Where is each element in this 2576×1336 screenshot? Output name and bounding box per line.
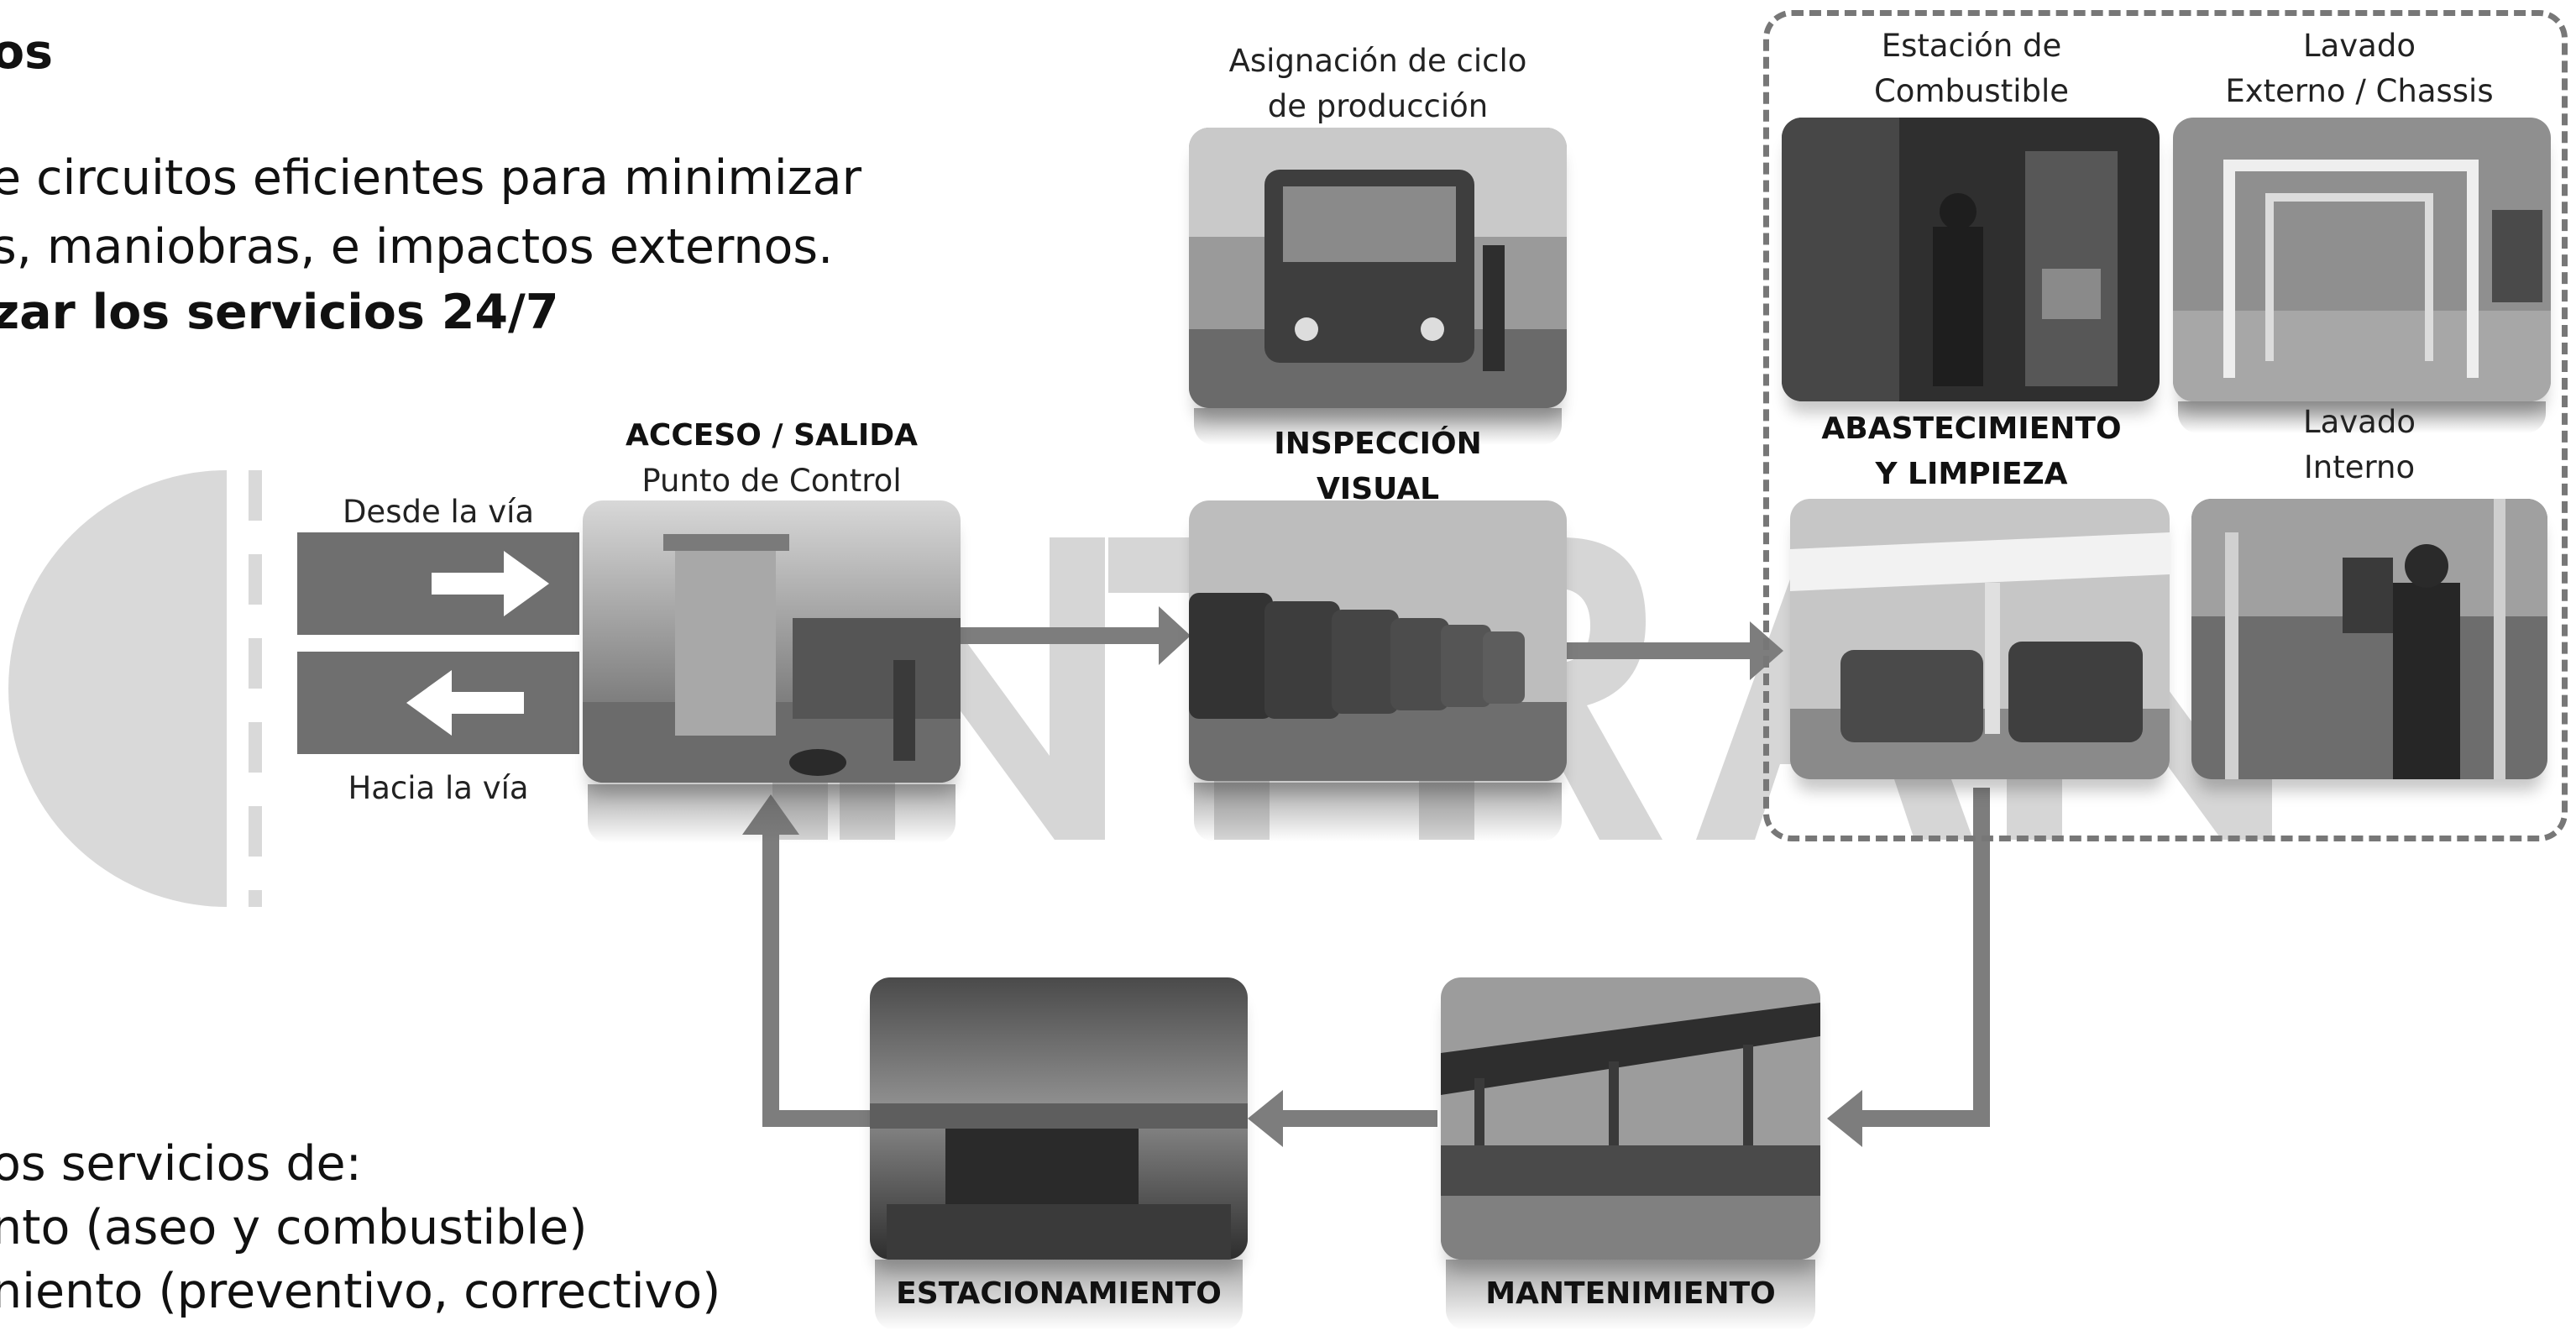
intro-line-3: zar los servicios 24/7 <box>0 285 559 340</box>
arrow-estac-left <box>762 1110 872 1127</box>
arrow-mant-to-estac-head <box>1248 1090 1283 1147</box>
road-from-label: Desde la vía <box>342 494 535 530</box>
services-line-3: niento (preventivo, correctivo) <box>0 1264 721 1319</box>
mantenimiento-reflection <box>1446 1260 1815 1330</box>
intro-heading-fragment: os <box>0 24 54 80</box>
mantenimiento-photo <box>1441 977 1820 1260</box>
inspeccion-title-1: INSPECCIÓN <box>1274 427 1482 461</box>
lavado-externo-caption-1: Lavado <box>2303 28 2416 64</box>
mantenimiento-title: MANTENIMIENTO <box>1485 1276 1776 1311</box>
services-line-2: nto (aseo y combustible) <box>0 1200 588 1255</box>
abastecimiento-title-1: ABASTECIMIENTO <box>1821 411 2122 446</box>
services-line-1: os servicios de: <box>0 1136 362 1192</box>
arrow-to-mantenimiento <box>1856 1110 1990 1127</box>
combustible-photo <box>1782 118 2160 401</box>
road-to-label: Hacia la vía <box>348 770 529 806</box>
acceso-title: ACCESO / SALIDA <box>626 418 918 453</box>
inspeccion-bottom-reflection <box>1194 783 1562 841</box>
inspeccion-top-photo <box>1189 128 1567 408</box>
estacionamiento-title: ESTACIONAMIENTO <box>896 1276 1222 1311</box>
lavado-interno-photo <box>2191 499 2547 779</box>
abastecimiento-photo <box>1790 499 2170 779</box>
estacionamiento-reflection <box>875 1260 1243 1330</box>
inspeccion-caption-1: Asignación de ciclo <box>1228 43 1527 79</box>
lavado-externo-reflection <box>2178 401 2546 433</box>
acceso-subtitle: Punto de Control <box>641 463 902 499</box>
inspeccion-bottom-photo <box>1189 500 1567 781</box>
lavado-interno-caption-2: Interno <box>2303 449 2416 485</box>
arrow-up-left <box>762 831 779 1127</box>
lavado-interno-caption-1: Lavado <box>2303 404 2416 440</box>
combustible-caption-2: Combustible <box>1873 73 2070 109</box>
inspeccion-top-reflection <box>1194 408 1562 445</box>
abastecimiento-group-box <box>1763 10 2568 841</box>
arrow-mant-to-estac <box>1276 1110 1437 1127</box>
arrow-to-mantenimiento-head <box>1827 1090 1862 1147</box>
abastecimiento-title-2: Y LIMPIEZA <box>1875 457 2068 491</box>
intro-line-1: e circuitos eficientes para minimizar <box>0 150 862 206</box>
estacionamiento-photo <box>870 977 1248 1260</box>
lavado-externo-photo <box>2173 118 2551 401</box>
combustible-caption-1: Estación de <box>1881 28 2062 64</box>
arrow-down-right <box>1973 788 1990 1124</box>
arrow-acceso-to-inspeccion <box>957 627 1167 644</box>
arrow-inspeccion-to-abastecimiento <box>1567 642 1757 659</box>
acceso-reflection <box>588 784 956 843</box>
lavado-externo-caption-2: Externo / Chassis <box>2225 73 2494 109</box>
intro-line-2: s, maniobras, e impactos externos. <box>0 219 834 275</box>
acceso-photo <box>583 500 961 783</box>
arrow-acceso-to-inspeccion-head <box>1159 606 1191 665</box>
road-icon <box>297 532 579 754</box>
inspeccion-caption-2: de producción <box>1267 88 1489 124</box>
